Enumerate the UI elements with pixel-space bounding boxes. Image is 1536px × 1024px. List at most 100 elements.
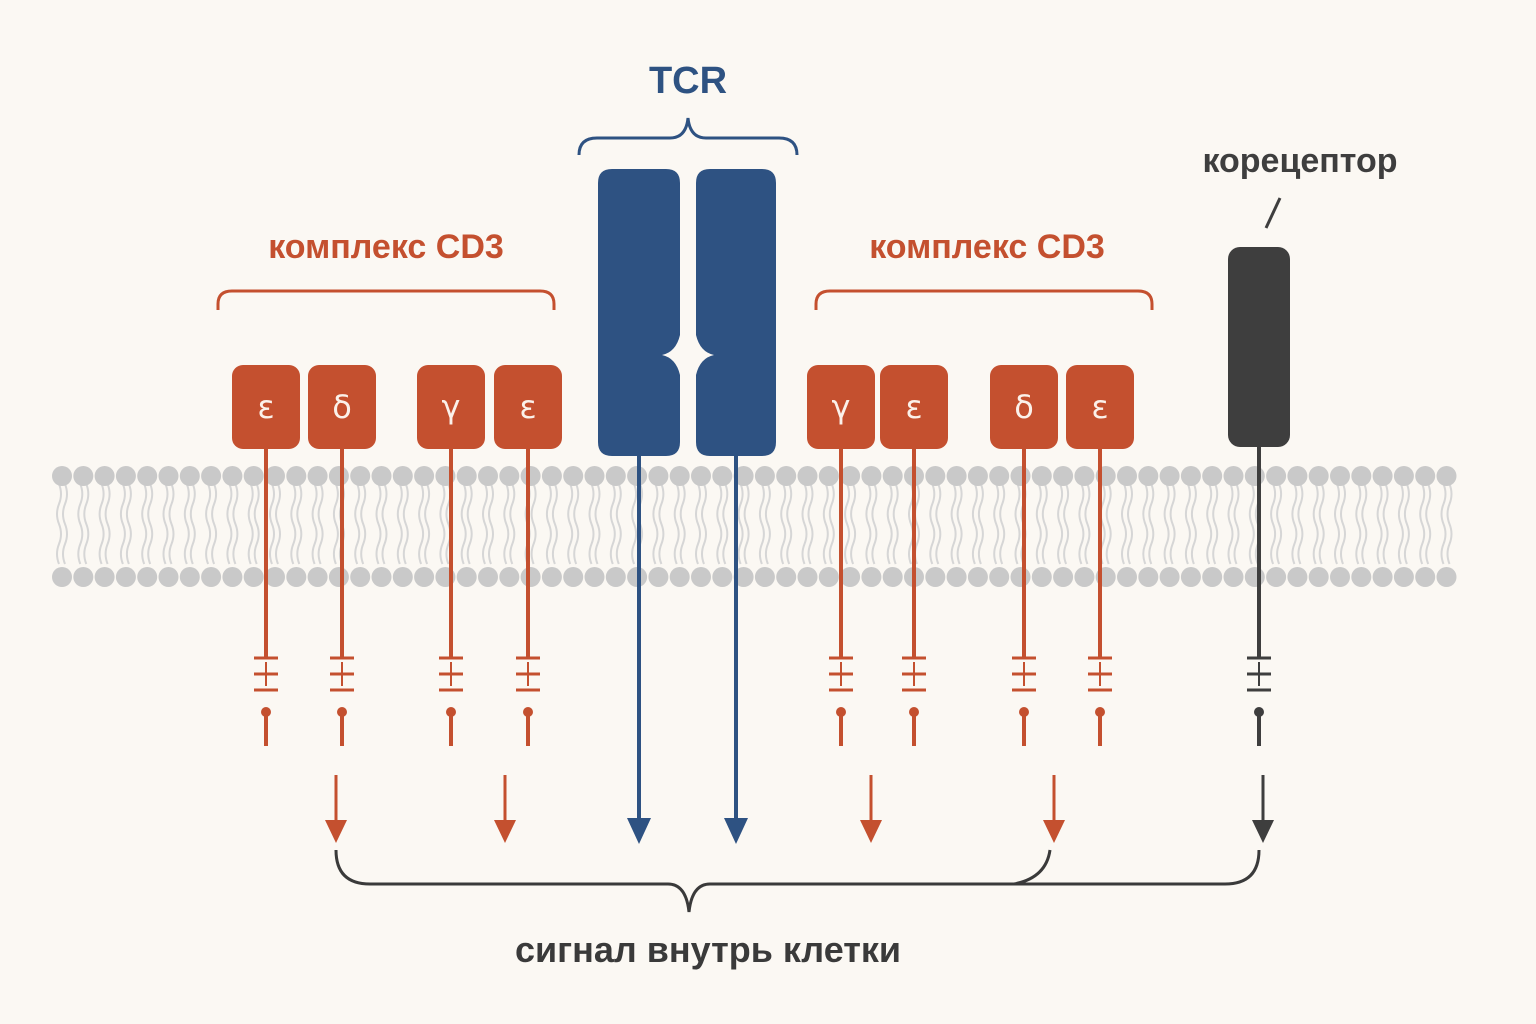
- lipid-head-bottom: [1159, 567, 1180, 587]
- lipid-head-bottom: [179, 567, 200, 587]
- lipid-head-top: [137, 466, 158, 486]
- signal-brace-connector: [1013, 849, 1052, 886]
- signal-label: сигнал внутрь клетки: [515, 929, 901, 970]
- lipid-head-top: [1372, 466, 1393, 486]
- lipid-head-top: [1244, 466, 1265, 486]
- tcr-label: TCR: [649, 60, 727, 102]
- lipid-head-bottom: [861, 567, 882, 587]
- lipid-head-top: [1117, 466, 1137, 486]
- cd3-subunit-box: [232, 365, 300, 449]
- lipid-tails: [1163, 483, 1176, 565]
- lipid-tails: [1184, 483, 1197, 565]
- lipid-head-bottom: [286, 567, 307, 587]
- lipid-head-bottom: [1180, 567, 1201, 587]
- lipid-tails: [205, 483, 218, 565]
- lipid-tails: [737, 483, 750, 565]
- lipid-tails: [77, 483, 90, 565]
- lipid-head-bottom: [1223, 567, 1244, 587]
- lipid-tails: [716, 483, 729, 565]
- lipid-tails: [886, 483, 899, 565]
- lipid-tails: [1419, 483, 1432, 565]
- lipid-head-top: [1159, 466, 1180, 486]
- lipid-head-bottom: [1074, 567, 1095, 587]
- signal-arrow-head: [860, 820, 882, 843]
- lipid-head-top: [1330, 466, 1350, 486]
- lipid-head-top: [691, 466, 711, 486]
- tcr-brace: [577, 117, 799, 156]
- tcr-arrow-right: [724, 818, 748, 844]
- lipid-head-top: [754, 466, 775, 486]
- lipid-head-top: [115, 466, 136, 486]
- lipid-tails: [247, 483, 260, 565]
- lipid-head-top: [265, 466, 285, 486]
- lipid-head-top: [414, 466, 435, 486]
- lipid-head-bottom: [414, 567, 435, 587]
- lipid-tails: [1099, 483, 1112, 565]
- cd3-subunit-box: [807, 365, 875, 449]
- signal-arrow-head: [1252, 820, 1274, 843]
- lipid-tails: [98, 483, 111, 565]
- lipid-tails: [950, 483, 963, 565]
- lipid-head-top: [861, 466, 882, 486]
- cd3-subunit-box: [417, 365, 485, 449]
- lipid-tails: [269, 483, 281, 565]
- lipid-head-top: [1266, 466, 1287, 486]
- lipid-tails: [758, 483, 771, 565]
- tcr-receptor: [598, 169, 776, 844]
- signal-arrow-head: [1043, 820, 1065, 843]
- signal-arrow-1: [325, 775, 347, 843]
- lipid-head-bottom: [712, 567, 733, 587]
- lipid-head-bottom: [882, 567, 903, 587]
- lipid-head-bottom: [691, 567, 711, 587]
- cd3-subunit-label: γ: [442, 388, 461, 426]
- lipid-tails: [439, 483, 452, 565]
- lipid-head-top: [73, 466, 94, 486]
- lipid-head-top: [797, 466, 818, 486]
- lipid-head-top: [1308, 466, 1329, 486]
- lipid-head-bottom: [605, 567, 626, 587]
- lipid-tails: [545, 483, 558, 565]
- lipid-head-top: [669, 466, 690, 486]
- lipid-head-top: [158, 466, 179, 486]
- lipid-head-bottom: [1351, 567, 1372, 587]
- lipid-head-top: [1138, 466, 1159, 486]
- lipid-head-top: [520, 466, 541, 486]
- lipid-head-bottom: [307, 567, 328, 587]
- lipid-tails: [1270, 483, 1283, 565]
- lipid-head-top: [584, 466, 605, 486]
- lipid-tails: [929, 483, 942, 565]
- cd3-subunit-box: [1066, 365, 1134, 449]
- lipid-tails: [375, 483, 388, 565]
- cd3-subunit-label: ε: [905, 388, 922, 426]
- lipid-head-top: [1287, 466, 1308, 486]
- lipid-head-bottom: [456, 567, 477, 587]
- lipid-head-top: [563, 466, 584, 486]
- lipid-tails: [609, 483, 622, 565]
- lipid-head-top: [776, 466, 797, 486]
- lipid-head-bottom: [392, 567, 413, 587]
- lipid-tails: [652, 483, 665, 565]
- cd3-left-label: комплекс CD3: [268, 228, 504, 266]
- lipid-head-bottom: [1266, 567, 1287, 587]
- lipid-head-bottom: [754, 567, 775, 587]
- lipid-head-bottom: [158, 567, 179, 587]
- lipid-head-bottom: [797, 567, 818, 587]
- lipid-head-top: [371, 466, 392, 486]
- lipid-head-top: [1031, 466, 1052, 486]
- lipid-tails: [56, 483, 68, 565]
- lipid-tails: [844, 483, 857, 565]
- tcr-chain-right: [696, 169, 776, 456]
- coreceptor-label: корецептор: [1202, 142, 1397, 180]
- cd3-left-brace: [216, 289, 556, 310]
- lipid-head-top: [989, 466, 1010, 486]
- lipid-tails: [993, 483, 1006, 565]
- lipid-head-top: [605, 466, 626, 486]
- lipid-tails: [354, 483, 367, 565]
- cd3-subunit-label: ε: [1091, 388, 1108, 426]
- lipid-head-bottom: [967, 567, 988, 587]
- lipid-tails: [822, 483, 835, 565]
- lipid-head-bottom: [222, 567, 243, 587]
- lipid-head-top: [499, 466, 520, 486]
- coreceptor-body: [1228, 247, 1290, 447]
